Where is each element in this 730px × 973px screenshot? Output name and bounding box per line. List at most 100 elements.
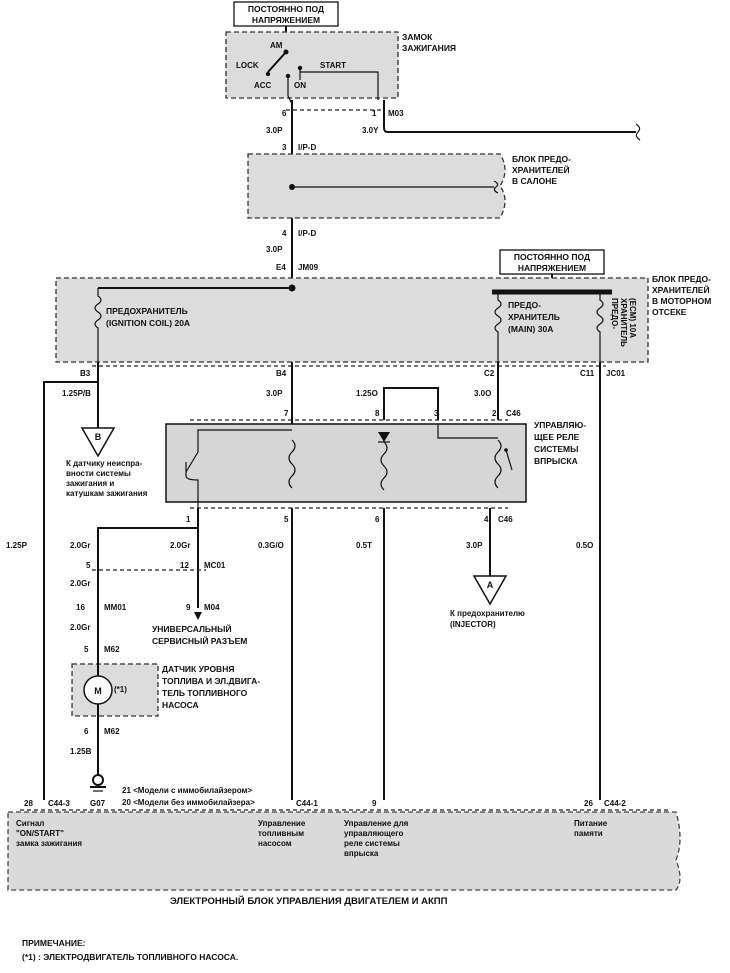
svg-text:впрыска: впрыска	[344, 849, 379, 858]
always-hot-label-right: ПОСТОЯННО ПОД НАПРЯЖЕНИЕМ	[499, 249, 605, 292]
relay-pin-1: 1	[186, 515, 191, 524]
svg-text:(INJECTOR): (INJECTOR)	[450, 620, 496, 629]
wire-3.0o: 3.0O	[474, 389, 491, 398]
svg-text:(*1): (*1)	[114, 685, 127, 694]
svg-text:ХРАНИТЕЛЬ: ХРАНИТЕЛЬ	[619, 298, 628, 347]
svg-text:LOCK: LOCK	[236, 61, 259, 70]
wire-1.25p-b: 1.25P/B	[62, 389, 91, 398]
wire-2.0gr-b: 2.0Gr	[170, 541, 190, 550]
interior-fuse-block: БЛОК ПРЕДО- ХРАНИТЕЛЕЙ В САЛОНЕ	[247, 153, 571, 219]
pin-4: 4	[282, 229, 287, 238]
pin-9-m04: 9	[186, 603, 191, 612]
svg-text:реле системы: реле системы	[344, 839, 400, 848]
svg-text:вности системы: вности системы	[66, 469, 131, 478]
relay-pin-7: 7	[284, 409, 289, 418]
svg-text:AM: AM	[270, 41, 283, 50]
relay-pin-6: 6	[375, 515, 380, 524]
svg-text:замка зажигания: замка зажигания	[16, 839, 82, 848]
svg-text:ПРЕДО-: ПРЕДО-	[508, 300, 541, 310]
svg-text:УПРАВЛЯЮ-: УПРАВЛЯЮ-	[534, 420, 586, 430]
fuel-pump-label: ДАТЧИК УРОВНЯ ТОПЛИВА И ЭЛ.ДВИГА- ТЕЛЬ Т…	[162, 664, 260, 710]
service-connector: УНИВЕРСАЛЬНЫЙ СЕРВИСНЫЙ РАЗЪЕМ	[152, 623, 247, 646]
svg-text:катушкам зажигания: катушкам зажигания	[66, 489, 148, 498]
svg-text:ОТСЕКЕ: ОТСЕКЕ	[652, 307, 687, 317]
svg-text:памяти: памяти	[574, 829, 603, 838]
always-hot-label-top: ПОСТОЯННО ПОД НАПРЯЖЕНИЕМ	[233, 1, 339, 42]
svg-text:M: M	[94, 686, 102, 696]
injection-relay	[165, 423, 527, 510]
wire-3.0p-d: 3.0P	[466, 541, 483, 550]
pin-6: 6	[282, 109, 287, 118]
pin-5-m62: 5	[84, 645, 89, 654]
svg-text:Питание: Питание	[574, 819, 608, 828]
wire-2.0gr-a: 2.0Gr	[70, 541, 90, 550]
ref-b-triangle: B	[80, 427, 116, 458]
svg-text:СИСТЕМЫ: СИСТЕМЫ	[534, 444, 578, 454]
ignition-switch: AM LOCK ACC ON START	[225, 31, 399, 105]
conn-m62-b: M62	[104, 727, 120, 736]
svg-text:БЛОК ПРЕДО-: БЛОК ПРЕДО-	[652, 274, 711, 284]
conn-ipd-a: I/P-D	[298, 143, 316, 152]
relay-pin-2: 2	[492, 409, 497, 418]
fuel-pump: M (*1)	[71, 660, 159, 776]
pin-e4: E4	[276, 263, 286, 272]
conn-c44-3: C44-3	[48, 799, 70, 808]
svg-text:СЕРВИСНЫЙ РАЗЪЕМ: СЕРВИСНЫЙ РАЗЪЕМ	[152, 635, 247, 646]
ground-g07	[90, 774, 106, 792]
svg-text:ТОПЛИВА И ЭЛ.ДВИГА-: ТОПЛИВА И ЭЛ.ДВИГА-	[162, 676, 260, 686]
svg-text:УНИВЕРСАЛЬНЫЙ: УНИВЕРСАЛЬНЫЙ	[152, 623, 232, 634]
svg-text:Управление: Управление	[258, 819, 306, 828]
conn-jm09: JM09	[298, 263, 319, 272]
wire-3.0y: 3.0Y	[362, 126, 379, 135]
relay-label: УПРАВЛЯЮ- ЩЕЕ РЕЛЕ СИСТЕМЫ ВПРЫСКА	[534, 420, 586, 466]
note-text: (*1) : ЭЛЕКТРОДВИГАТЕЛЬ ТОПЛИВНОГО НАСОС…	[22, 952, 238, 962]
svg-text:ВПРЫСКА: ВПРЫСКА	[534, 456, 578, 466]
svg-text:НАСОСА: НАСОСА	[162, 700, 199, 710]
ref-a-triangle: A	[472, 575, 508, 606]
wire-2.0gr-d: 2.0Gr	[70, 623, 90, 632]
svg-text:ДАТЧИК УРОВНЯ: ДАТЧИК УРОВНЯ	[162, 664, 234, 674]
pin-c2: C2	[484, 369, 495, 378]
svg-text:ЗАМОК: ЗАМОК	[402, 32, 433, 42]
svg-text:ПОСТОЯННО ПОД: ПОСТОЯННО ПОД	[248, 4, 324, 14]
pin-b3: B3	[80, 369, 91, 378]
wire-3.0p-c: 3.0P	[266, 389, 283, 398]
pin-12-mc01: 12	[180, 561, 189, 570]
wire-2.0gr-c: 2.0Gr	[70, 579, 90, 588]
relay-pin-8: 8	[375, 409, 380, 418]
pin-5-mc01: 5	[86, 561, 91, 570]
conn-m62-a: M62	[104, 645, 120, 654]
pin-6-m62: 6	[84, 727, 89, 736]
relay-pin-5: 5	[284, 515, 289, 524]
svg-text:ХРАНИТЕЛЕЙ: ХРАНИТЕЛЕЙ	[652, 284, 710, 295]
svg-text:БЛОК ПРЕДО-: БЛОК ПРЕДО-	[512, 154, 571, 164]
pin-3: 3	[282, 143, 287, 152]
conn-jc01: JC01	[606, 369, 626, 378]
svg-text:К предохранителю: К предохранителю	[450, 609, 525, 618]
svg-text:B: B	[95, 432, 102, 442]
svg-text:ТЕЛЬ ТОПЛИВНОГО: ТЕЛЬ ТОПЛИВНОГО	[162, 688, 248, 698]
ecu-pin-28: 28	[24, 799, 33, 808]
ecu-pin-26: 26	[584, 799, 593, 808]
svg-text:ХРАНИТЕЛЕЙ: ХРАНИТЕЛЕЙ	[512, 164, 570, 175]
svg-text:НАПРЯЖЕНИЕМ: НАПРЯЖЕНИЕМ	[518, 263, 586, 273]
svg-text:В САЛОНЕ: В САЛОНЕ	[512, 176, 557, 186]
svg-text:топливным: топливным	[258, 829, 304, 838]
pin-b4: B4	[276, 369, 287, 378]
svg-text:К датчику неиспра-: К датчику неиспра-	[66, 459, 143, 468]
svg-text:Управление для: Управление для	[344, 819, 409, 828]
svg-text:A: A	[487, 580, 494, 590]
wire-1.25p: 1.25P	[6, 541, 28, 550]
ground-label: G07	[90, 799, 106, 808]
svg-text:ON: ON	[294, 81, 306, 90]
svg-text:(IGNITION COIL) 20A: (IGNITION COIL) 20A	[106, 318, 190, 328]
svg-text:(ECM) 10A: (ECM) 10A	[628, 298, 637, 338]
ref-a-desc: К предохранителю (INJECTOR)	[450, 609, 525, 629]
wire-0.5o: 0.5O	[576, 541, 593, 550]
engine-fuse-block: ПРЕДОХРАНИТЕЛЬ (IGNITION COIL) 20A ПРЕДО…	[55, 277, 649, 363]
wire-0.3g-o: 0.3G/O	[258, 541, 284, 550]
svg-text:START: START	[320, 61, 346, 70]
svg-text:ПОСТОЯННО ПОД: ПОСТОЯННО ПОД	[514, 252, 590, 262]
conn-mm01: MM01	[104, 603, 127, 612]
note-title: ПРИМЕЧАНИЕ:	[22, 938, 86, 948]
